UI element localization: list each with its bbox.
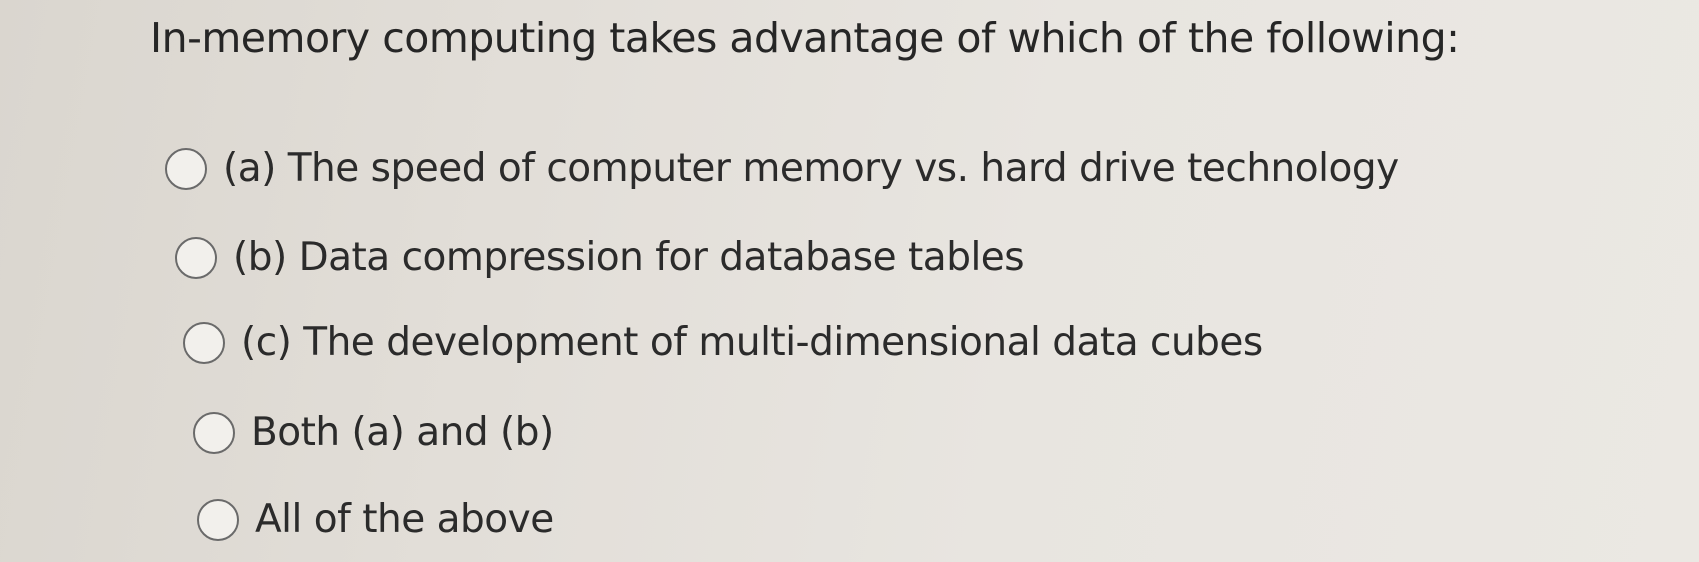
radio-button-all[interactable] <box>197 498 239 541</box>
radio-button-c[interactable] <box>183 321 225 364</box>
radio-button-b[interactable] <box>175 236 217 279</box>
option-b[interactable]: (b) Data compression for database tables <box>175 235 1025 280</box>
option-c[interactable]: (c) The development of multi-dimensional… <box>183 320 1263 365</box>
option-all[interactable]: All of the above <box>197 497 554 542</box>
option-b-label: (b) Data compression for database tables <box>233 235 1025 280</box>
option-both-a-b[interactable]: Both (a) and (b) <box>193 410 554 455</box>
radio-button-both[interactable] <box>193 411 235 454</box>
option-c-label: (c) The development of multi-dimensional… <box>241 320 1263 365</box>
option-both-label: Both (a) and (b) <box>251 410 554 455</box>
option-a-label: (a) The speed of computer memory vs. har… <box>223 146 1399 191</box>
radio-button-a[interactable] <box>165 147 207 190</box>
question-text: In-memory computing takes advantage of w… <box>150 14 1460 62</box>
option-all-label: All of the above <box>255 497 554 542</box>
option-a[interactable]: (a) The speed of computer memory vs. har… <box>165 146 1399 191</box>
